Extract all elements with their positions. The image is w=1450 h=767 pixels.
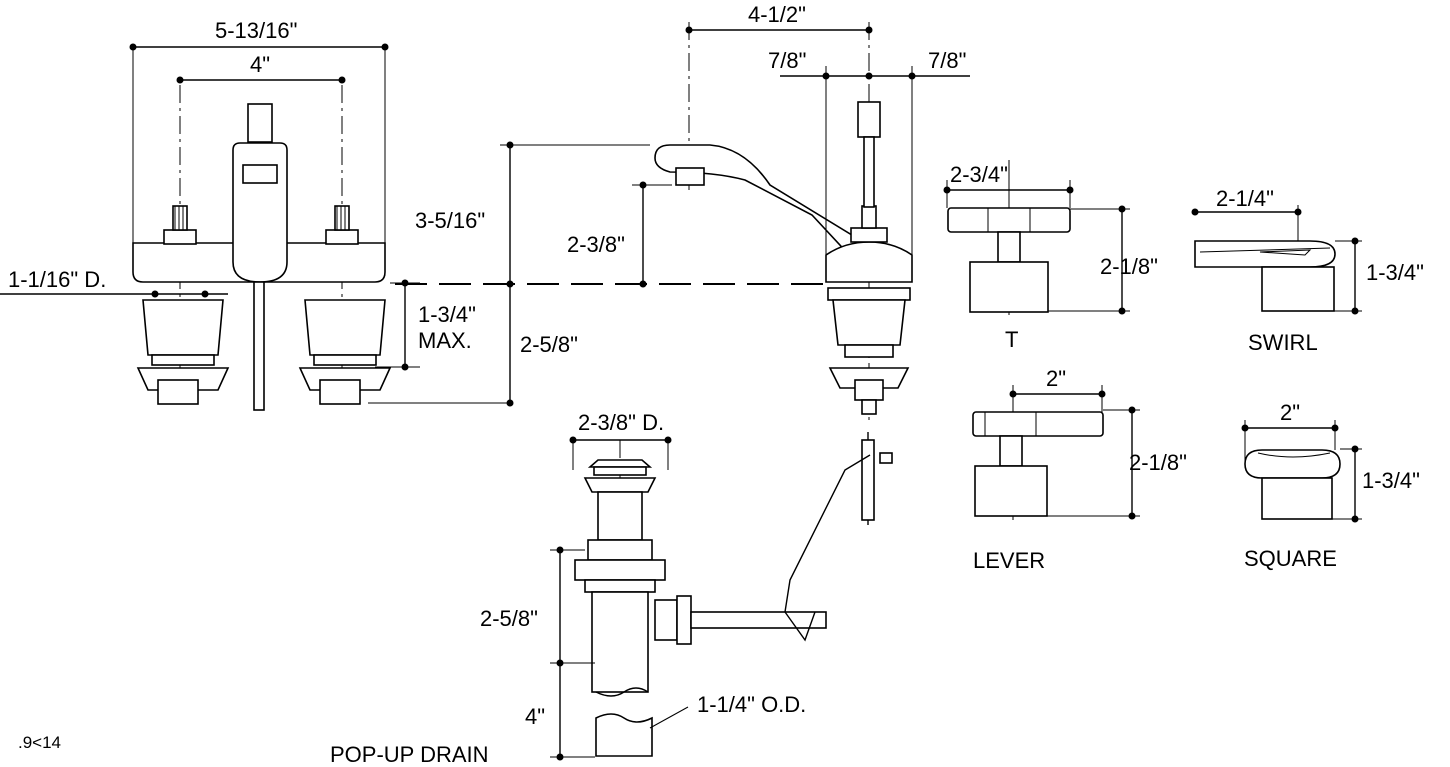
deck-thickness-label: 1-3/4": [418, 302, 476, 327]
handle-swirl-width-label: 2-1/4": [1216, 186, 1274, 211]
spout-reach-label: 4-1/2": [748, 2, 806, 27]
drain-height-label: 2-5/8": [480, 606, 538, 631]
offset-right-label: 7/8": [928, 48, 966, 73]
handle-t-height-label: 2-1/8": [1100, 254, 1158, 279]
faucet-side-view: [654, 22, 913, 420]
deck-thickness-note: MAX.: [418, 328, 472, 353]
handle-square-width-label: 2": [1280, 400, 1300, 425]
drain-dimensions: 2-3/8" D. 2-5/8" 4" 1-1/4" O.D. POP-UP D…: [18, 410, 806, 767]
handle-lever-width-label: 2": [1046, 366, 1066, 391]
drain-diameter-label: 2-3/8" D.: [578, 410, 664, 435]
shank-length-label: 2-5/8": [520, 332, 578, 357]
handle-square-name: SQUARE: [1244, 546, 1337, 571]
handle-lever-height-label: 2-1/8": [1129, 450, 1187, 475]
spout-height-label: 3-5/16": [415, 208, 485, 233]
front-dimensions: 5-13/16" 4" 1-1/16" D. 1-3/4" MAX. 3-5/1…: [0, 18, 830, 407]
faucet-front-view: [132, 85, 392, 411]
handle-swirl-height-label: 1-3/4": [1366, 260, 1424, 285]
handle-square-height-label: 1-3/4": [1362, 468, 1420, 493]
hole-diameter-label: 1-1/16" D.: [8, 267, 106, 292]
handle-t-width-label: 2-3/4": [950, 162, 1008, 187]
handle-t: 2-3/4" 2-1/8" T: [943, 160, 1158, 352]
handle-square: 2" 1-3/4" SQUARE: [1241, 400, 1420, 571]
tailpiece-od-label: 1-1/4" O.D.: [697, 692, 806, 717]
drain-title: POP-UP DRAIN: [330, 742, 489, 767]
handle-t-name: T: [1005, 327, 1018, 352]
handle-lever-name: LEVER: [973, 548, 1045, 573]
center-spacing-label: 4": [250, 52, 270, 77]
handle-swirl: 2-1/4" 1-3/4" SWIRL: [1191, 186, 1424, 355]
spout-clearance-label: 2-3/8": [567, 232, 625, 257]
pop-up-drain: [574, 432, 893, 757]
overall-width-label: 5-13/16": [215, 18, 297, 43]
handle-lever: 2" 2-1/8" LEVER: [972, 366, 1187, 573]
tailpiece-length-label: 4": [525, 704, 545, 729]
handle-swirl-name: SWIRL: [1248, 330, 1318, 355]
offset-left-label: 7/8": [768, 48, 806, 73]
drawing-code: .9<14: [18, 733, 61, 752]
side-dimensions: 4-1/2" 7/8" 7/8": [685, 2, 970, 255]
